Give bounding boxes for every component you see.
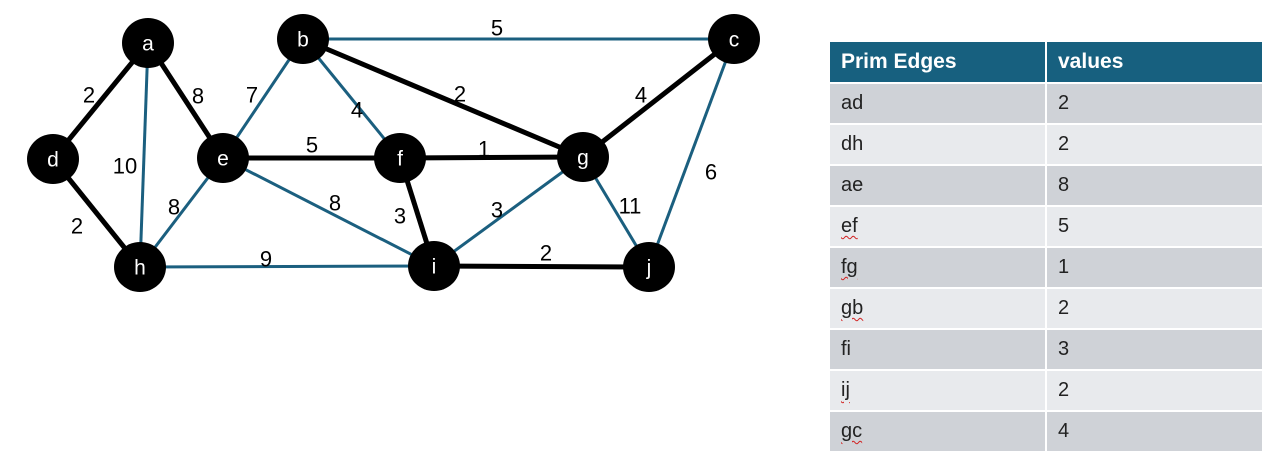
node-b: b [277, 14, 329, 64]
value-cell: 2 [1046, 82, 1262, 124]
weight-label-eh: 8 [168, 195, 180, 220]
weight-label-hi: 9 [260, 247, 272, 272]
node-c: c [708, 14, 760, 64]
node-label: c [729, 29, 740, 52]
node-f: f [374, 133, 426, 183]
node-a: a [122, 18, 174, 68]
node-g: g [557, 132, 609, 182]
edge-ei [222, 156, 435, 268]
weight-label-fg: 1 [478, 137, 490, 162]
node-label: h [134, 257, 146, 280]
weight-labels-layer: 2 10 8 2 7 5 4 2 4 6 5 8 8 1 3 3 11 9 2 [71, 16, 717, 272]
value-cell: 8 [1046, 164, 1262, 206]
weight-label-fi: 3 [394, 204, 406, 229]
node-circle [623, 242, 675, 292]
node-d: d [27, 134, 79, 184]
node-label: b [297, 29, 309, 52]
weight-label-ij: 2 [540, 241, 552, 266]
weight-label-bg: 2 [454, 82, 466, 107]
edge-bf [301, 38, 402, 159]
node-j: j [623, 242, 675, 292]
edge-cell: dh [830, 123, 1047, 165]
edge-hi [139, 264, 435, 269]
node-i: i [408, 241, 460, 291]
node-circle [27, 134, 79, 184]
edge-cell: fg [830, 246, 1047, 288]
weight-label-bc: 5 [491, 16, 503, 41]
nodes-layer: a b c d e f g h i j [27, 14, 760, 292]
edge-fg [399, 154, 584, 161]
node-label: e [217, 148, 229, 171]
weight-label-gi: 3 [491, 198, 503, 223]
weight-label-ef: 5 [306, 133, 318, 158]
table-header-row: Prim Edges values [830, 42, 1262, 83]
edge-cell: ae [830, 164, 1047, 206]
node-label: a [142, 33, 154, 56]
value-cell: 4 [1046, 410, 1262, 451]
edge-ij [433, 263, 650, 270]
edge-cj [647, 38, 736, 268]
edge-gi [433, 155, 584, 268]
node-label: f [397, 148, 403, 171]
value-cell: 2 [1046, 287, 1262, 329]
edge-cell: ij [830, 369, 1047, 411]
weight-label-cj: 6 [705, 160, 717, 185]
value-cell: 2 [1046, 123, 1262, 165]
edge-bg [302, 36, 584, 160]
edge-cell: gc [830, 410, 1047, 451]
node-circle [197, 133, 249, 183]
node-e: e [197, 133, 249, 183]
node-circle [114, 242, 166, 292]
node-label: j [646, 257, 652, 280]
node-circle [374, 133, 426, 183]
weight-label-bf: 4 [351, 98, 363, 123]
weight-label-gj: 11 [619, 194, 642, 219]
weight-label-ei: 8 [329, 191, 341, 216]
weight-label-be: 7 [246, 83, 258, 108]
weight-label-dh: 2 [71, 214, 83, 239]
header-values: values [1046, 42, 1262, 83]
value-cell: 3 [1046, 328, 1262, 370]
node-circle [122, 18, 174, 68]
edge-cell: fi [830, 328, 1047, 370]
node-circle [277, 14, 329, 64]
edge-cell: ad [830, 82, 1047, 124]
node-circle [408, 241, 460, 291]
node-h: h [114, 242, 166, 292]
weight-label-ad: 2 [83, 83, 95, 108]
node-label: g [577, 147, 589, 170]
edge-cell: ef [830, 205, 1047, 247]
value-cell: 2 [1046, 369, 1262, 411]
edge-cg [581, 37, 736, 159]
value-cell: 1 [1046, 246, 1262, 288]
weight-label-ah: 10 [113, 154, 137, 179]
value-cell: 5 [1046, 205, 1262, 247]
node-circle [708, 14, 760, 64]
node-circle [557, 132, 609, 182]
node-label: d [47, 149, 59, 172]
node-label: i [432, 256, 437, 279]
header-prim-edges: Prim Edges [830, 42, 1047, 83]
edge-ah [138, 42, 150, 268]
prim-graph: 2 10 8 2 7 5 4 2 4 6 5 8 8 1 3 3 11 9 2 a b c d e f g h i j [27, 14, 760, 292]
edge-cell: gb [830, 287, 1047, 329]
weight-label-ae: 8 [192, 84, 204, 109]
weight-label-cg: 4 [635, 83, 647, 108]
